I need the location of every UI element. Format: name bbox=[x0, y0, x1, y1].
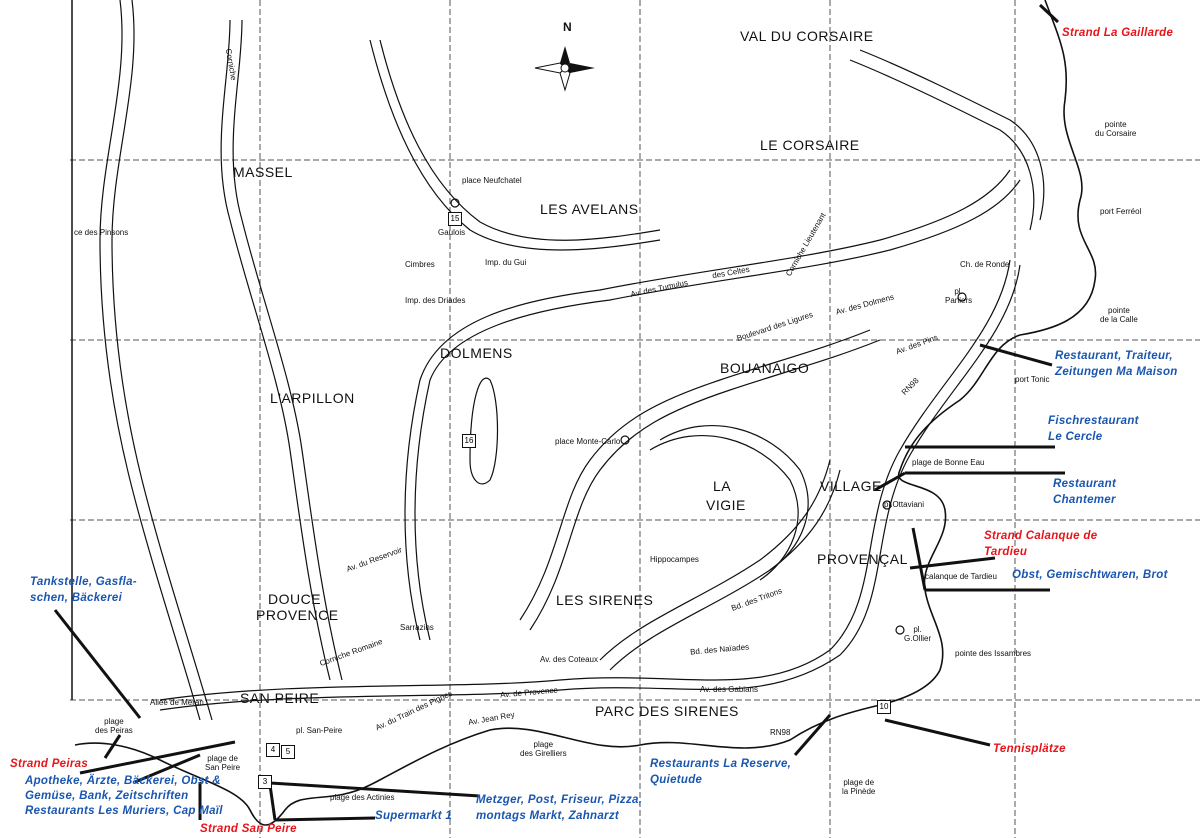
place-san-peire: pl. San-Peire bbox=[296, 726, 343, 735]
place-pinsons: ce des Pinsons bbox=[74, 228, 129, 237]
place-pl-ollier: pl. G.Ollier bbox=[904, 625, 932, 643]
area-le-corsaire: LE CORSAIRE bbox=[760, 137, 860, 153]
area-les-avelans: LES AVELANS bbox=[540, 201, 639, 217]
place-plage-san-peire: plage de San Peire bbox=[205, 754, 241, 772]
place-plage-pinede: plage de la Pinède bbox=[842, 778, 876, 796]
place-calanque-tardieu: calanque de Tardieu bbox=[925, 572, 997, 581]
note-apotheke: Apotheke, Ärzte, Bäckerei, Obst & Gemüse… bbox=[25, 774, 223, 819]
street-hippocampes: Hippocampes bbox=[650, 555, 699, 564]
area-vigie: VIGIE bbox=[706, 497, 746, 513]
street-gui: Imp. du Gui bbox=[485, 258, 527, 267]
note-line: Fischrestaurant bbox=[1048, 415, 1139, 427]
area-larpillon: L'ARPILLON bbox=[270, 390, 355, 406]
place-pointe-issambres: pointe des Issambres bbox=[955, 649, 1032, 658]
note-strand-calanque: Strand Calanque de Tardieu bbox=[984, 528, 1097, 560]
place-plage-bonne-eau: plage de Bonne Eau bbox=[912, 458, 985, 467]
street-gaulois: Gaulois bbox=[438, 228, 466, 237]
area-la: LA bbox=[713, 478, 732, 494]
roads bbox=[99, 0, 1045, 721]
compass-rose-icon bbox=[534, 46, 595, 92]
note-le-cercle: Fischrestaurant Le Cercle bbox=[1048, 413, 1139, 445]
place-neufchatel: place Neufchatel bbox=[462, 176, 522, 185]
street-driades: Imp. des Driades bbox=[405, 296, 466, 305]
note-line: Quietude bbox=[650, 774, 703, 786]
compass-north-label: N bbox=[563, 20, 572, 34]
note-tankstelle: Tankstelle, Gasfla- schen, Bäckerei bbox=[30, 574, 137, 606]
note-chantemer: Restaurant Chantemer bbox=[1053, 476, 1116, 508]
leader-lines bbox=[53, 3, 1065, 822]
note-metzger: Metzger, Post, Friseur, Pizza, montags M… bbox=[476, 792, 642, 824]
note-strand-peiras: Strand Peiras bbox=[10, 758, 89, 770]
note-line: Restaurant, Traiteur, bbox=[1055, 350, 1173, 362]
place-circles bbox=[450, 198, 967, 635]
note-ma-maison: Restaurant, Traiteur, Zeitungen Ma Maiso… bbox=[1055, 348, 1178, 380]
note-line: Zeitungen Ma Maison bbox=[1055, 366, 1178, 378]
note-line: Chantemer bbox=[1053, 494, 1116, 506]
note-line: Metzger, Post, Friseur, Pizza, bbox=[476, 794, 643, 806]
note-line: Restaurants La Reserve, bbox=[650, 758, 792, 770]
place-plage-actinies: plage des Actinies bbox=[330, 793, 395, 802]
note-line: Le Cercle bbox=[1048, 431, 1103, 443]
area-parc-des-sirenes: PARC DES SIRENES bbox=[595, 703, 739, 719]
note-line: Restaurant bbox=[1053, 478, 1117, 490]
marker-3: 3 bbox=[258, 775, 272, 789]
street-gabians: Av. des Gabians bbox=[700, 685, 758, 694]
area-les-sirenes: LES SIRENES bbox=[556, 592, 654, 608]
place-plage-girelliers: plage des Girelliers bbox=[520, 740, 567, 758]
area-village: VILLAGE bbox=[820, 478, 882, 494]
road-rn98-south: RN98 bbox=[770, 728, 791, 737]
street-cimbres: Cimbres bbox=[405, 260, 435, 269]
area-san-peire: SAN PEIRE bbox=[240, 690, 320, 706]
note-supermarkt: Supermarkt 1 bbox=[375, 810, 453, 822]
marker-15: 15 bbox=[448, 212, 462, 226]
note-obst-brot: Obst, Gemischtwaren, Brot bbox=[1012, 569, 1168, 581]
place-pl-paniers: pl. Paniers bbox=[945, 287, 973, 305]
marker-5: 5 bbox=[281, 745, 295, 759]
note-la-reserve: Restaurants La Reserve, Quietude bbox=[650, 756, 791, 788]
note-tennis: Tennisplätze bbox=[993, 743, 1066, 755]
note-line: montags Markt, Zahnarzt bbox=[476, 810, 620, 822]
note-line: Apotheke, Ärzte, Bäckerei, Obst & bbox=[25, 775, 221, 787]
marker-16: 16 bbox=[462, 434, 476, 448]
area-provencal: PROVENÇAL bbox=[817, 551, 908, 567]
note-line: Tardieu bbox=[984, 546, 1028, 558]
marker-10: 10 bbox=[877, 700, 891, 714]
note-strand-san-peire: Strand San Peire bbox=[200, 823, 297, 835]
place-pl-ottaviani: pl.Ottaviani bbox=[884, 500, 925, 509]
area-douce: DOUCE bbox=[268, 591, 322, 607]
street-meran: Allée de Meran bbox=[150, 698, 204, 707]
street-sarrazins: Sarrazins bbox=[400, 623, 434, 632]
area-val-du-corsaire: VAL DU CORSAIRE bbox=[740, 28, 874, 44]
place-pointe-calle: pointe de la Calle bbox=[1100, 306, 1138, 324]
note-line: Gemüse, Bank, Zeitschriften bbox=[25, 790, 189, 802]
grid-lines bbox=[70, 0, 1200, 838]
note-line: Strand Calanque de bbox=[984, 530, 1098, 542]
area-massel: MASSEL bbox=[233, 164, 293, 180]
area-bouanaigo: BOUANAIGO bbox=[720, 360, 810, 376]
coastline bbox=[74, 0, 1097, 826]
street-ronde: Ch. de Ronde bbox=[960, 260, 1010, 269]
area-dolmens: DOLMENS bbox=[440, 345, 513, 361]
note-strand-la-gaillarde: Strand La Gaillarde bbox=[1062, 27, 1174, 39]
place-port-tonic: port Tonic bbox=[1015, 375, 1050, 384]
area-provence: PROVENCE bbox=[256, 607, 339, 623]
place-pointe-corsaire: pointe du Corsaire bbox=[1095, 120, 1137, 138]
marker-4: 4 bbox=[266, 743, 280, 757]
place-plage-peiras: plage des Peiras bbox=[95, 717, 133, 735]
street-coteaux: Av. des Coteaux bbox=[540, 655, 598, 664]
note-line: Tankstelle, Gasfla- bbox=[30, 576, 137, 588]
place-port-ferreol: port Ferréol bbox=[1100, 207, 1142, 216]
place-monte-carlo: place Monte-Carlo bbox=[555, 437, 621, 446]
note-line: Restaurants Les Muriers, Cap Maïl bbox=[25, 805, 223, 817]
note-line: schen, Bäckerei bbox=[30, 592, 123, 604]
